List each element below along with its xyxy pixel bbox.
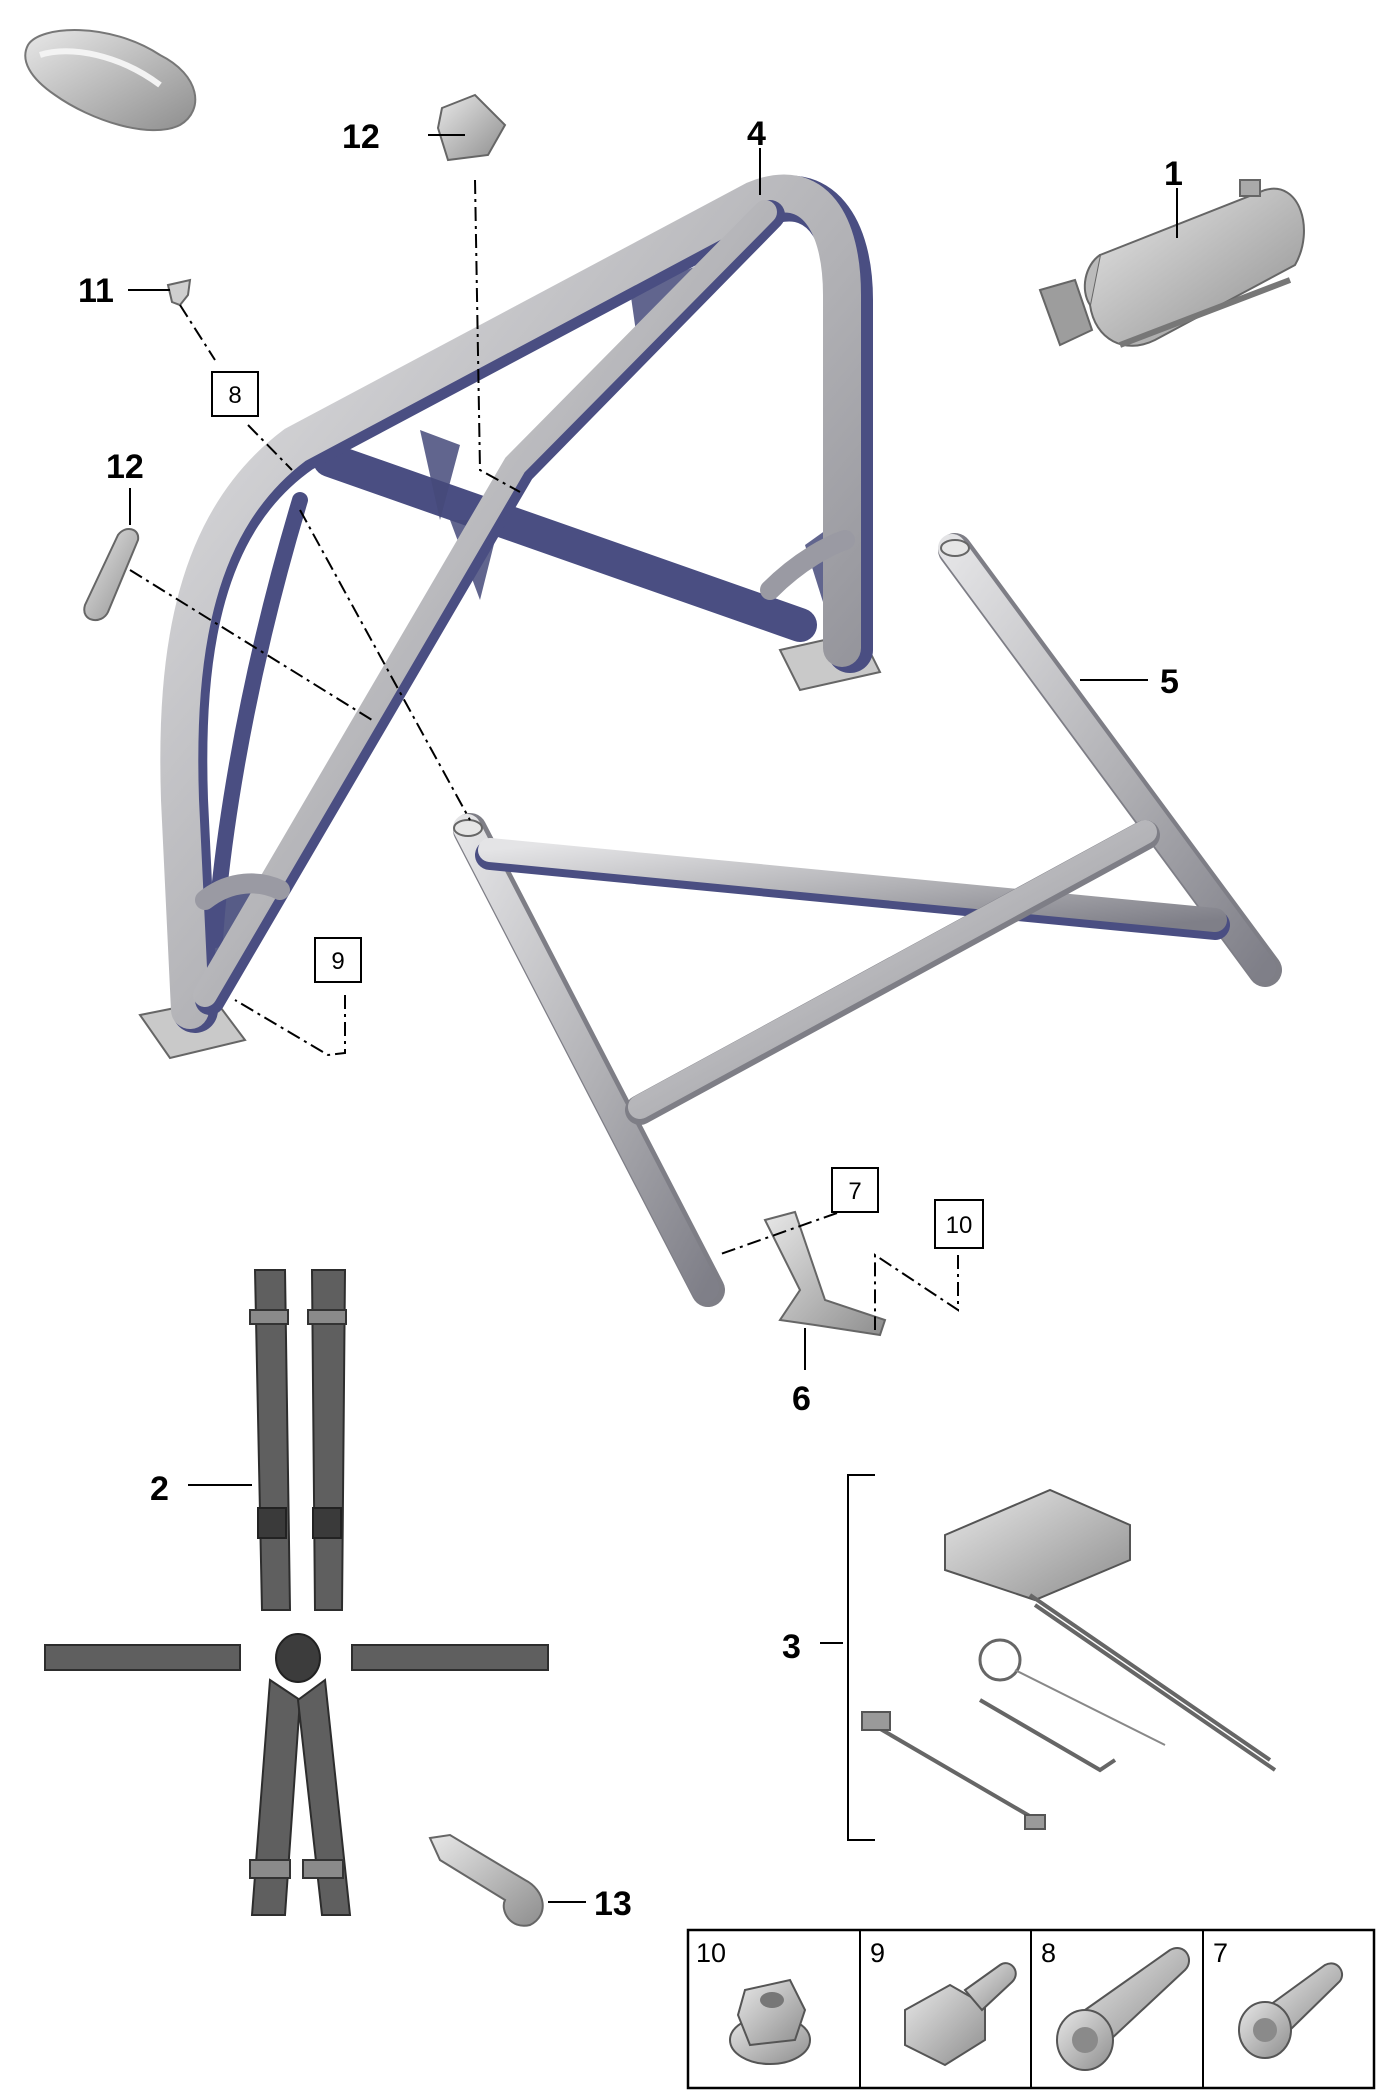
car-silhouette-icon [24,29,197,132]
fastener-table: 10 9 8 7 [686,1928,1376,2090]
torx-bolt-short-icon [1238,1962,1344,2059]
table-cell-number: 10 [696,1938,726,1968]
roll-bar-pad-upper [436,93,507,162]
callout-2: 2 [150,1470,169,1508]
table-cell-number: 7 [1213,1938,1228,1968]
mounting-bracket-part-6 [763,1210,887,1337]
callout-12-upper: 12 [342,118,380,156]
control-unit-cable-set [861,1488,1277,1830]
rear-brace-assembly [453,533,1282,1307]
callout-11: 11 [78,272,114,310]
callout-1: 1 [1164,155,1183,193]
svg-text:8: 8 [228,382,241,409]
leader-lines [128,134,1178,1903]
safety-harness [44,1269,549,1916]
torx-bolt-long-icon [1056,1947,1190,2071]
boxed-ref-10: 10 [934,1199,984,1249]
svg-text:10: 10 [946,1212,973,1239]
hex-bolt-icon [904,1962,1017,2067]
flange-nut-icon [729,1978,811,2065]
mounting-arm-part-13 [428,1833,544,1927]
callout-13: 13 [594,1885,632,1923]
roll-bar-pad-side [83,528,140,621]
boxed-ref-8: 8 [211,371,259,417]
callout-5: 5 [1160,663,1179,701]
boxed-ref-7: 7 [831,1167,879,1213]
callout-3: 3 [782,1628,801,1666]
main-roll-hoop [138,174,882,1060]
boxed-ref-9: 9 [314,937,362,983]
clip-part-11 [166,278,192,307]
callout-12-side: 12 [106,448,144,486]
svg-text:7: 7 [848,1178,861,1205]
table-cell-number: 8 [1041,1938,1056,1968]
svg-text:9: 9 [331,948,344,975]
callout-6: 6 [792,1380,811,1418]
assembly-lines [129,179,959,1330]
table-cell-number: 9 [870,1938,885,1968]
fire-extinguisher [1038,179,1305,348]
callout-4: 4 [747,115,766,153]
